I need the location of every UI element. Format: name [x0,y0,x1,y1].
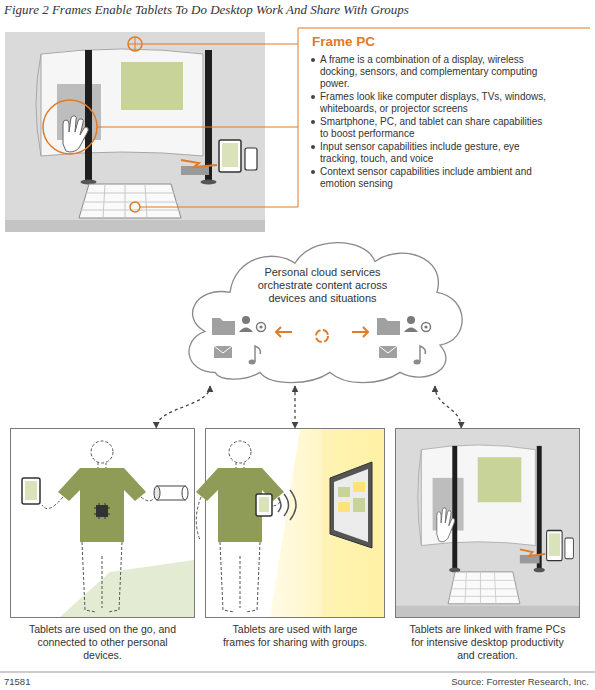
on-the-go-scene [22,478,40,504]
sharing-scene [353,498,365,512]
sharing-scene [196,429,384,617]
callout-leader [43,28,590,212]
dashed-connector [294,386,295,428]
desktop-scene [396,429,579,617]
callout-leader [43,100,97,154]
sync-arrows [316,330,328,342]
cloud-icons [377,316,431,365]
scenario-panel: Tablets are used with large frames for s… [205,428,385,618]
sharing-scene [256,494,272,516]
scenario-panel: Tablets are used on the go, and connecte… [10,428,195,618]
desktop-scene [396,429,579,617]
sharing-scene [353,482,365,492]
on-the-go-scene [58,441,146,612]
on-the-go-scene [157,486,185,500]
callout-leader [97,28,590,207]
sharing-scene [278,490,296,520]
dashed-connector [435,386,461,428]
sharing-scene [196,497,280,540]
bullet-item: Smartphone, PC, and tablet can share cap… [306,116,552,140]
frame-pc-illustration [5,32,265,232]
bullet-item: Frames look like computer displays, TVs,… [306,91,552,115]
sharing-scene [196,441,284,612]
cloud-label: Personal cloud services orchestrate cont… [175,236,470,305]
sync-arrows [276,327,292,337]
dashed-connector [156,386,210,428]
on-the-go-scene [141,494,156,501]
bullet-item: Input sensor capabilities include gestur… [306,141,552,165]
bullet-item: Context sensor capabilities include ambi… [306,166,552,190]
panel-caption: Tablets are used on the go, and connecte… [11,623,194,662]
frame-pc-callout: Frame PC A frame is a combination of a di… [306,34,590,191]
sharing-scene [334,469,368,542]
sharing-scene [338,487,350,497]
on-the-go-scene [96,505,108,517]
frame-pc-illustration [5,32,265,232]
on-the-go-scene [182,486,188,500]
on-the-go-scene [25,481,37,500]
sharing-scene [338,502,350,512]
on-the-go-scene [42,497,63,509]
panel-caption: Tablets are used with large frames for s… [206,623,384,649]
callout-leader [128,37,142,51]
on-the-go-scene [22,441,194,617]
on-the-go-scene [94,503,110,519]
cloud-shape: Personal cloud services orchestrate cont… [175,236,470,386]
sharing-scene [322,429,384,617]
sharing-scene [330,462,372,548]
footer-rule [0,672,595,673]
cloud-icons [212,316,266,365]
panel-caption: Tablets are linked with frame PCs for in… [396,623,579,662]
figure-number: 71581 [4,676,30,687]
figure-title: Figure 2 Frames Enable Tablets To Do Des… [4,2,409,18]
cloud-outline [189,243,462,383]
source-note: Source: Forrester Research, Inc. [451,676,589,687]
bullet-item: A frame is a combination of a display, w… [306,54,552,90]
scenario-panel: Tablets are linked with frame PCs for in… [395,428,580,618]
callout-heading: Frame PC [312,34,590,49]
on-the-go-scene [154,486,160,500]
sharing-scene [270,429,384,617]
callout-leader [128,37,142,51]
footer-rule [0,672,595,673]
callout-leader [130,202,140,212]
cloud-outline [175,236,470,386]
sync-arrows [276,327,368,342]
sharing-scene [259,497,269,512]
on-the-go-scene [60,560,194,617]
sync-arrows [352,327,368,337]
cloud-icons [212,316,431,365]
